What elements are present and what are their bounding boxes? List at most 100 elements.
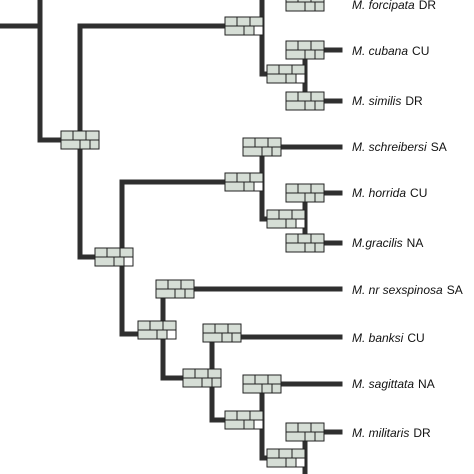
character-cell xyxy=(211,377,222,388)
character-cell xyxy=(278,64,293,75)
character-cell xyxy=(221,332,233,343)
node-character-box xyxy=(242,137,282,157)
character-cell xyxy=(85,130,100,141)
character-cell xyxy=(167,279,182,290)
region-code: DR xyxy=(413,426,431,440)
character-cell xyxy=(295,457,306,468)
region-code: NA xyxy=(418,377,435,391)
character-cell xyxy=(278,448,293,459)
character-cell xyxy=(285,218,297,229)
character-cell xyxy=(224,181,245,192)
character-cell xyxy=(297,40,312,51)
character-cell xyxy=(295,218,306,229)
character-cell xyxy=(285,100,306,111)
character-cell xyxy=(243,181,255,192)
character-cell xyxy=(304,1,316,12)
region-code: CU xyxy=(407,331,424,345)
character-cell xyxy=(202,323,216,334)
character-cell xyxy=(194,368,209,379)
character-cell xyxy=(123,256,134,267)
character-cell xyxy=(236,172,251,183)
character-cell xyxy=(224,16,238,27)
character-cell xyxy=(94,247,108,258)
character-cell xyxy=(285,422,299,433)
character-cell xyxy=(242,146,263,157)
character-cell xyxy=(242,137,256,148)
character-cell xyxy=(214,323,229,334)
node-character-box xyxy=(242,374,282,394)
character-cell xyxy=(285,1,306,12)
character-cell xyxy=(304,100,316,111)
character-cell xyxy=(285,49,306,60)
character-cell xyxy=(266,448,280,459)
node-character-box xyxy=(285,40,325,60)
region-code: CU xyxy=(410,186,427,200)
character-cell xyxy=(266,73,287,84)
node-character-box xyxy=(60,130,100,150)
character-cell xyxy=(236,410,251,421)
character-cell xyxy=(267,137,282,148)
character-cell xyxy=(227,323,242,334)
character-cell xyxy=(202,332,223,343)
node-character-box xyxy=(224,16,264,36)
character-cell xyxy=(224,410,238,421)
node-character-box xyxy=(182,368,222,388)
character-cell xyxy=(314,49,325,60)
character-cell xyxy=(174,288,186,299)
character-cell xyxy=(224,25,245,36)
character-cell xyxy=(271,383,282,394)
character-cell xyxy=(285,183,299,194)
character-cell xyxy=(267,374,282,385)
character-cell xyxy=(295,73,306,84)
character-cell xyxy=(285,431,306,442)
taxon-name: M. nr sexspinosa xyxy=(352,283,443,297)
character-cell xyxy=(266,209,280,220)
character-cell xyxy=(60,139,81,150)
character-cell xyxy=(253,419,264,430)
node-character-box xyxy=(285,0,325,12)
character-cell xyxy=(89,139,100,150)
character-cell xyxy=(166,329,177,340)
node-boxes xyxy=(60,0,325,468)
tip-label-sagittata: M. sagittata NA xyxy=(352,377,435,391)
character-cell xyxy=(266,457,287,468)
taxon-name: M. schreibersi xyxy=(352,140,427,154)
taxon-name: M. horrida xyxy=(352,186,406,200)
node-character-box xyxy=(285,233,325,253)
character-cell xyxy=(182,377,203,388)
character-cell xyxy=(261,146,273,157)
node-character-box xyxy=(202,323,242,343)
character-cell xyxy=(162,320,177,331)
character-cell xyxy=(155,279,169,290)
region-code: SA xyxy=(447,283,463,297)
character-cell xyxy=(137,320,151,331)
character-cell xyxy=(79,139,91,150)
branch-to-b xyxy=(77,137,125,260)
node-character-box xyxy=(285,91,325,111)
character-cell xyxy=(310,91,325,102)
character-cell xyxy=(310,40,325,51)
character-cell xyxy=(113,256,125,267)
character-cell xyxy=(137,329,158,340)
character-cell xyxy=(285,192,306,203)
node-character-box xyxy=(155,279,195,299)
character-cell xyxy=(266,64,280,75)
character-cell xyxy=(249,16,264,27)
character-cell xyxy=(304,192,316,203)
character-cell xyxy=(236,16,251,27)
character-cell xyxy=(253,181,264,192)
taxon-name: M.gracilis xyxy=(352,236,403,250)
taxon-name: M. cubana xyxy=(352,44,408,58)
taxon-name: M. banksi xyxy=(352,331,404,345)
character-cell xyxy=(261,383,273,394)
taxon-name: M. sagittata xyxy=(352,377,414,391)
character-cell xyxy=(156,329,168,340)
character-cell xyxy=(94,256,115,267)
branch-root xyxy=(0,0,43,29)
